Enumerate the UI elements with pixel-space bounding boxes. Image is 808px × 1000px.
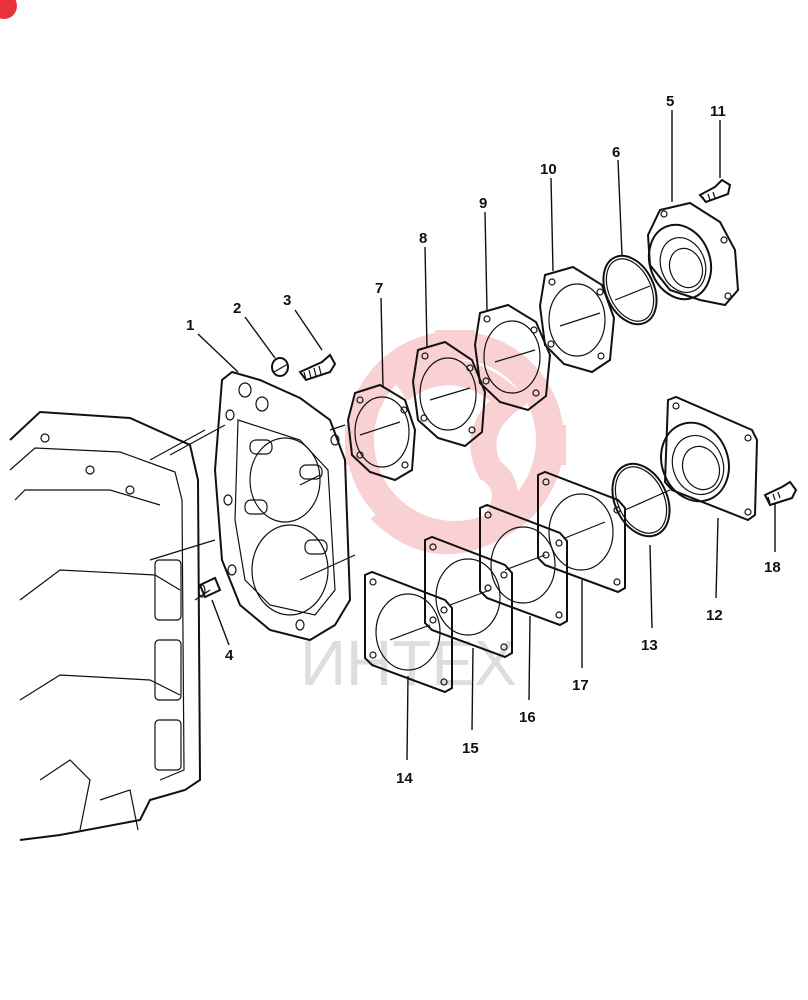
callout-5: 5: [666, 93, 674, 110]
callout-11: 11: [710, 103, 726, 120]
callout-17: 17: [572, 677, 589, 694]
callout-10: 10: [540, 161, 557, 178]
callout-6: 6: [612, 144, 620, 161]
part-12-bearing-housing: [660, 395, 759, 522]
callout-2: 2: [233, 300, 241, 317]
callout-16: 16: [519, 709, 536, 726]
part-5-bearing-housing: [646, 201, 740, 307]
part-11-bolt: [698, 178, 732, 204]
part-2-plug: [271, 357, 289, 377]
callout-12: 12: [706, 607, 723, 624]
callout-labels: 1 2 3 4 5 6 7 8 9 10 11 12 13 14 15 16 1…: [186, 93, 781, 787]
centre-lines: [169, 285, 671, 641]
callout-15: 15: [462, 740, 479, 757]
part-13-o-ring: [611, 462, 671, 538]
part-6-o-ring: [602, 254, 658, 326]
callout-9: 9: [479, 195, 487, 212]
part-9-gasket: [473, 303, 552, 412]
watermark-logo: [345, 330, 566, 555]
callout-7: 7: [375, 280, 383, 297]
part-3-bolt: [298, 353, 337, 382]
part-8-gasket: [411, 340, 487, 448]
callout-4: 4: [225, 647, 234, 664]
callout-3: 3: [283, 292, 291, 309]
part-7-gasket: [346, 383, 417, 482]
leader-lines: [197, 110, 776, 761]
callout-13: 13: [641, 637, 658, 654]
part-10-gasket: [538, 265, 616, 374]
part-17-gasket: [537, 470, 626, 594]
callout-1: 1: [186, 317, 194, 334]
part-4-dowel: [198, 576, 222, 599]
part-1-adapter-plate: [213, 370, 352, 642]
part-18-bolt: [763, 480, 798, 507]
corner-badge: [0, 0, 17, 19]
callout-8: 8: [419, 230, 427, 247]
part-15-gasket: [424, 535, 513, 659]
callout-18: 18: [764, 559, 781, 576]
transmission-housing: [9, 410, 216, 841]
callout-14: 14: [396, 770, 413, 787]
